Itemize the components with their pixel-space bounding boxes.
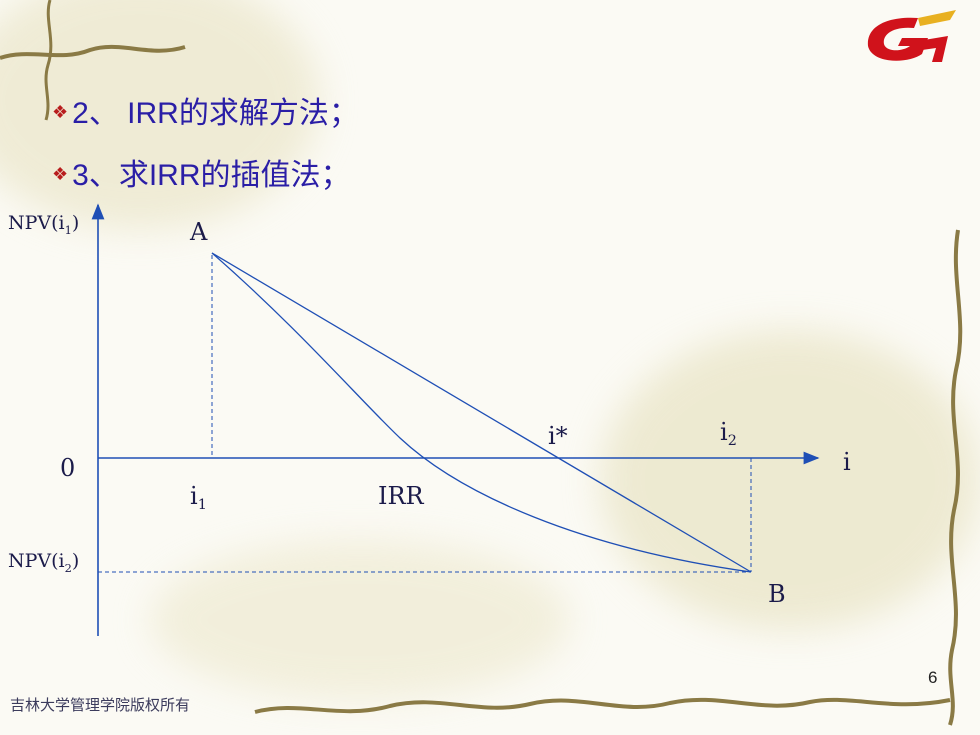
g-logo-icon [867,10,956,62]
chord-line-a-to-b [211,252,752,573]
point-b-label: B [768,580,786,608]
npv-curve [211,252,752,573]
diamond-cluster-icon: ❖ [52,101,69,122]
footer-copyright: 吉林大学管理学院版权所有 [10,696,191,714]
y-axis-bottom-label: NPV(i2) [8,550,80,575]
background-foliage [150,540,570,700]
bullet-irr-interpolation: ❖3、求IRR的插值法； [52,150,351,194]
x-axis-label: i [843,448,851,476]
origin-label: 0 [60,454,76,482]
i1-label: i1 [190,482,207,513]
bullet-irr-solution-method: ❖2、 IRR的求解方法； [52,88,359,132]
top-left-vine [0,44,186,60]
bottom-vine [254,697,951,714]
bullet-text: 3、求IRR的插值法； [72,159,351,192]
diamond-cluster-icon: ❖ [52,163,69,184]
irr-label: IRR [378,482,424,510]
background-foliage [600,330,980,630]
y-axis-top-label: NPV(i1) [8,212,80,237]
background-foliage [0,0,320,230]
i2-label: i2 [720,418,737,449]
istar-label: i* [548,422,568,450]
right-vine [948,229,963,726]
top-left-vine-stem [44,0,53,121]
point-a-label: A [190,218,208,246]
page-number: 6 [928,668,938,687]
bullet-text: 2、 IRR的求解方法； [72,97,359,130]
